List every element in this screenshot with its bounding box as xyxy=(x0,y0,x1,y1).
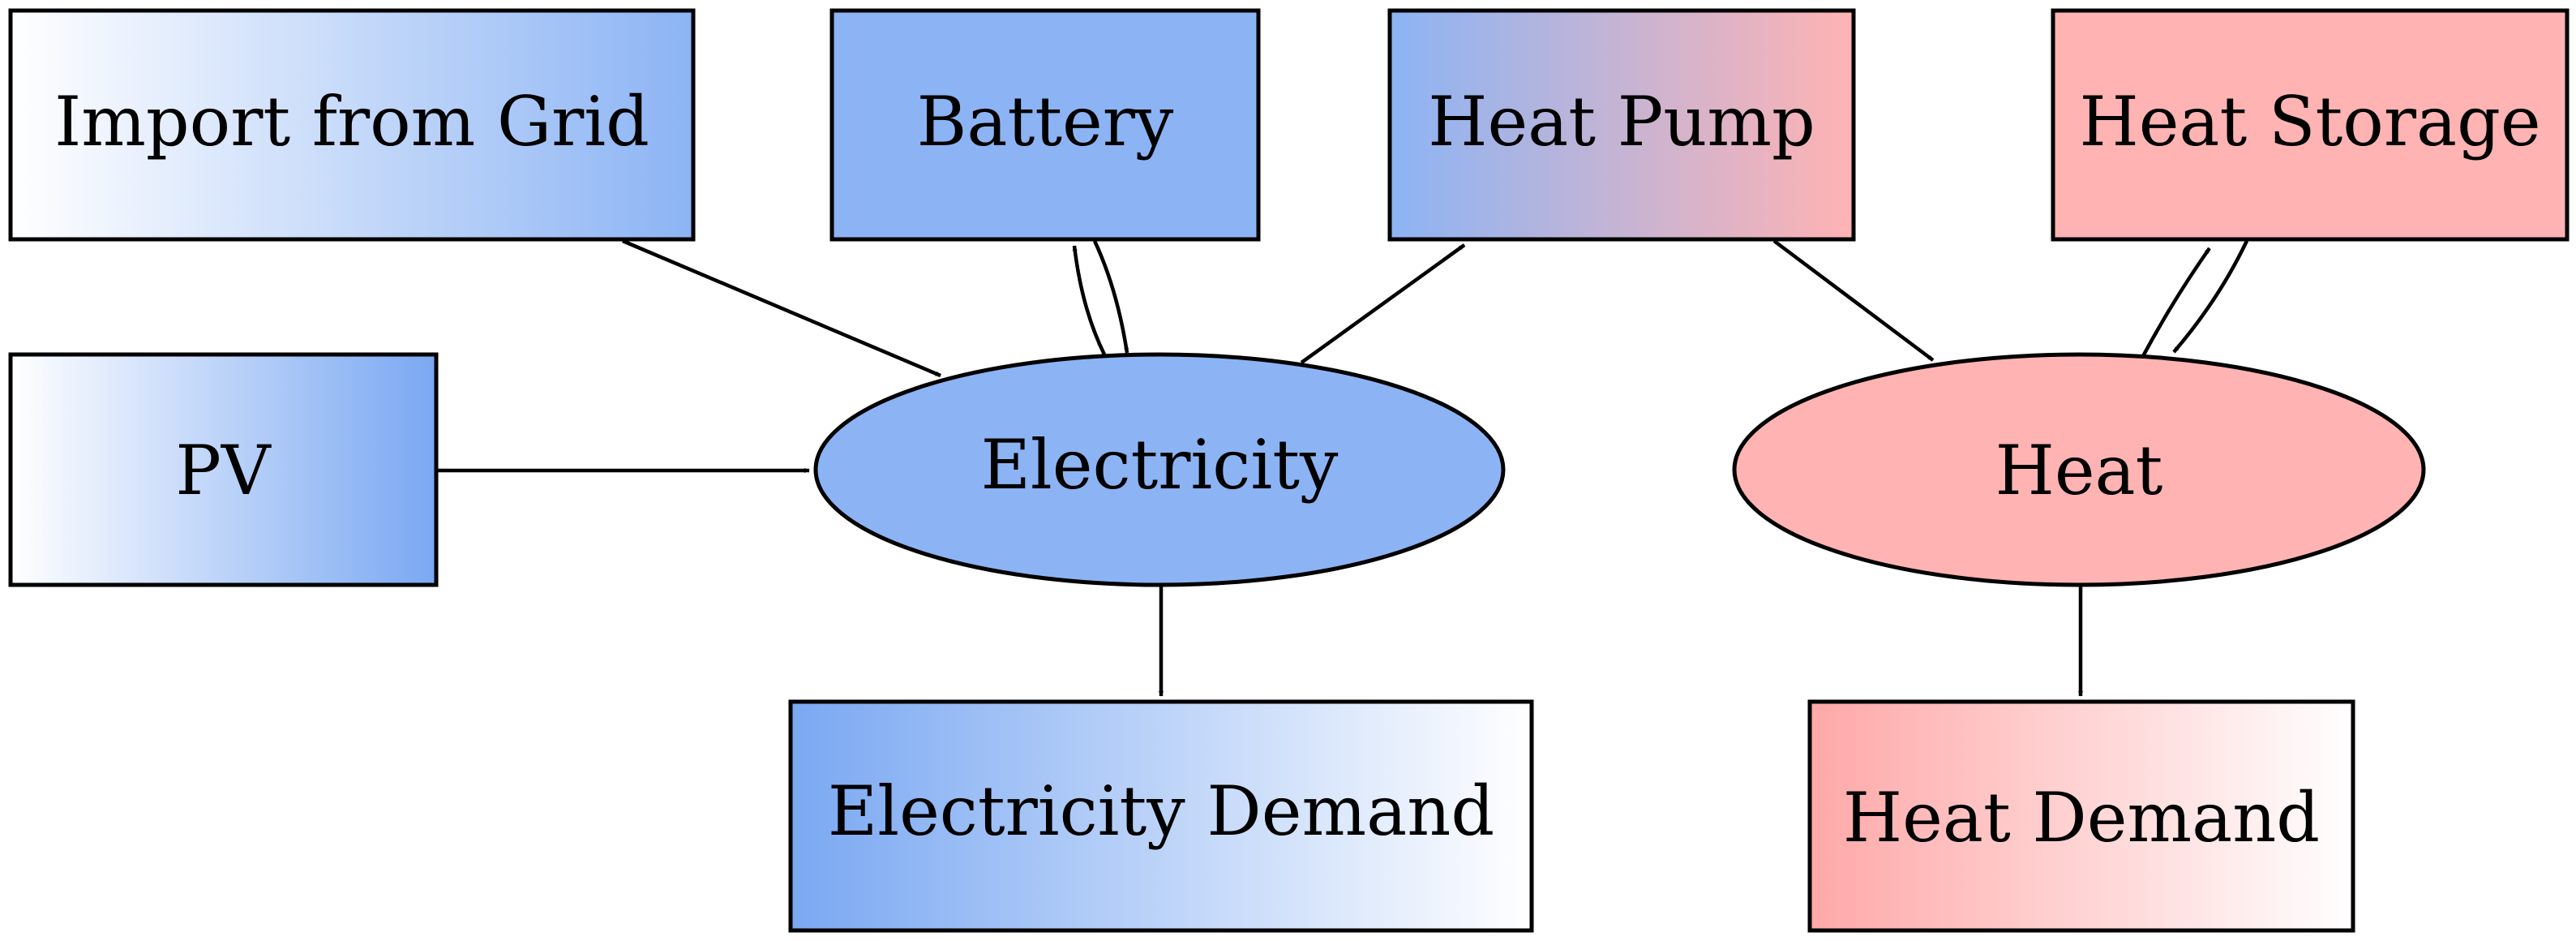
edge-battery-to-electricity xyxy=(1092,240,1129,354)
edge-electricity-to-battery xyxy=(1072,245,1107,355)
node-import-from-grid: Import from Grid xyxy=(8,8,696,242)
node-heat-pump: Heat Pump xyxy=(1387,8,1856,242)
edges xyxy=(436,238,2249,697)
node-battery: Battery xyxy=(829,8,1261,242)
node-pv-label: PV xyxy=(175,431,272,510)
node-heat-demand: Heat Demand xyxy=(1807,699,2355,933)
node-heat-storage: Heat Storage xyxy=(2051,8,2570,242)
node-pv: PV xyxy=(8,352,439,587)
edge-heatpump-to-heat xyxy=(1772,239,1935,362)
edge-heat-to-heatstorage xyxy=(2141,247,2211,358)
node-electricity-demand-label: Electricity Demand xyxy=(828,771,1494,851)
edge-import-to-electricity xyxy=(622,238,941,378)
edge-electricity-to-heatpump xyxy=(1300,243,1466,364)
node-heat: Heat xyxy=(1732,352,2426,587)
node-heat-demand-label: Heat Demand xyxy=(1843,778,2320,857)
node-import-from-grid-label: Import from Grid xyxy=(54,82,649,161)
node-battery-label: Battery xyxy=(917,82,1174,161)
node-electricity-label: Electricity xyxy=(981,425,1339,505)
node-electricity: Electricity xyxy=(813,352,1506,587)
node-heat-pump-label: Heat Pump xyxy=(1428,82,1815,161)
node-electricity-demand: Electricity Demand xyxy=(788,699,1534,933)
edge-heatstorage-to-heat xyxy=(2172,240,2249,354)
node-heat-label: Heat xyxy=(1995,431,2163,510)
node-heat-storage-label: Heat Storage xyxy=(2079,82,2540,161)
